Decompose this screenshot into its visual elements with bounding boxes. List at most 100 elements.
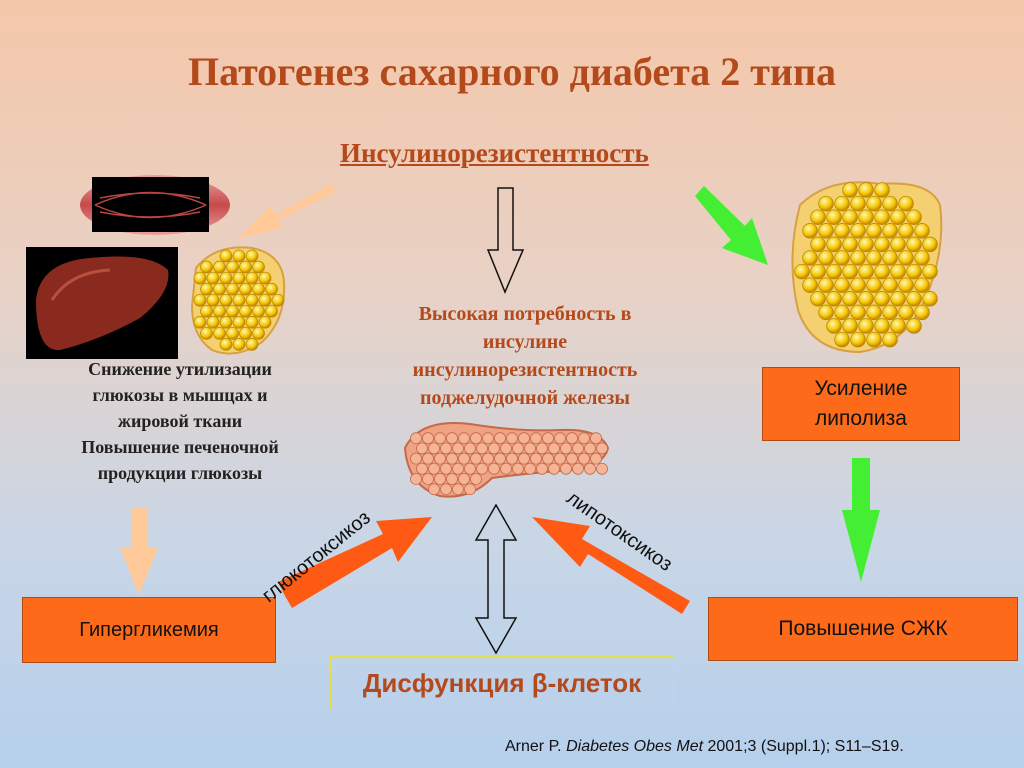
cell bbox=[882, 304, 898, 321]
insulin-resistance-heading: Инсулинорезистентность bbox=[340, 138, 649, 168]
cell bbox=[200, 260, 213, 274]
cell bbox=[566, 432, 578, 445]
cell bbox=[200, 326, 213, 340]
page-title: Патогенез сахарного диабета 2 типа bbox=[187, 49, 837, 94]
cell bbox=[452, 442, 464, 455]
reference-journal: Diabetes Obes Met bbox=[566, 738, 704, 755]
cell bbox=[874, 182, 890, 198]
cell bbox=[914, 250, 930, 266]
cell bbox=[252, 304, 265, 318]
arrow-to-muscle bbox=[238, 183, 335, 238]
cell bbox=[866, 304, 882, 321]
hyperglycemia-box: Гипергликемия bbox=[22, 597, 276, 663]
cell bbox=[265, 304, 278, 318]
cell bbox=[271, 293, 285, 307]
cell bbox=[476, 462, 488, 475]
cell bbox=[245, 293, 259, 307]
center-line: поджелудочной железы bbox=[420, 387, 630, 409]
cell bbox=[542, 432, 554, 445]
center-text: Высокая потребность в инсулине инсулинор… bbox=[360, 300, 690, 412]
cell bbox=[882, 195, 898, 212]
cell bbox=[193, 315, 207, 329]
cell bbox=[213, 260, 226, 274]
ffa-box: Повышение СЖК bbox=[708, 597, 1018, 661]
cell bbox=[850, 195, 866, 212]
cell bbox=[890, 318, 906, 334]
cell bbox=[578, 452, 590, 465]
cell bbox=[245, 271, 259, 285]
cell bbox=[866, 223, 882, 239]
cell bbox=[590, 452, 602, 465]
cell bbox=[524, 462, 536, 475]
cell bbox=[842, 291, 858, 307]
cell bbox=[874, 236, 890, 253]
left-line: жировой ткани bbox=[117, 411, 243, 431]
cell bbox=[842, 236, 858, 253]
cell bbox=[834, 250, 850, 266]
cell bbox=[810, 291, 826, 307]
cell bbox=[512, 442, 524, 455]
left-line: Повышение печеночной bbox=[81, 437, 279, 457]
center-line: инсулине bbox=[482, 331, 568, 353]
cell bbox=[434, 432, 446, 445]
arrow-double-hollow bbox=[474, 503, 518, 655]
cell bbox=[818, 304, 834, 321]
cell bbox=[858, 291, 874, 307]
cell bbox=[193, 271, 207, 285]
cell bbox=[416, 442, 428, 455]
cell bbox=[428, 483, 440, 496]
cell bbox=[464, 442, 476, 455]
cell bbox=[258, 271, 272, 285]
cell bbox=[850, 277, 866, 293]
cell bbox=[470, 432, 482, 445]
cell bbox=[572, 462, 584, 475]
cell bbox=[458, 432, 470, 445]
cell bbox=[810, 236, 826, 253]
reference: Arner P. Diabetes Obes Met 2001;3 (Suppl… bbox=[505, 738, 904, 756]
cell bbox=[584, 442, 596, 455]
reference-rest: 2001;3 (Suppl.1); S11–S19. bbox=[707, 738, 904, 755]
cell bbox=[866, 250, 882, 266]
cell bbox=[226, 282, 239, 296]
cell bbox=[850, 223, 866, 239]
cell bbox=[572, 442, 584, 455]
cell bbox=[826, 263, 842, 280]
cell bbox=[882, 277, 898, 293]
cell bbox=[554, 452, 566, 465]
cell bbox=[452, 483, 464, 496]
cell bbox=[850, 331, 866, 348]
cell bbox=[826, 236, 842, 253]
cell bbox=[536, 442, 548, 455]
cell bbox=[232, 249, 246, 263]
cell bbox=[548, 462, 560, 475]
cell bbox=[554, 432, 566, 445]
cell bbox=[239, 260, 252, 274]
cell bbox=[494, 452, 506, 465]
cell bbox=[826, 318, 842, 334]
cell bbox=[232, 315, 246, 329]
cell bbox=[232, 338, 246, 351]
cell bbox=[842, 263, 858, 280]
cell bbox=[206, 315, 220, 329]
cell bbox=[850, 250, 866, 266]
cell bbox=[518, 452, 530, 465]
cell bbox=[858, 236, 874, 253]
cell bbox=[530, 452, 542, 465]
cell bbox=[882, 331, 898, 348]
adipose-tissue-icon bbox=[791, 181, 943, 354]
cell bbox=[239, 304, 252, 318]
cell bbox=[906, 236, 922, 253]
cell bbox=[470, 452, 482, 465]
cell bbox=[834, 195, 850, 212]
arrow-glucotoxicity bbox=[278, 517, 432, 608]
cell bbox=[802, 223, 818, 239]
cell bbox=[906, 209, 922, 225]
cell bbox=[890, 263, 906, 280]
cell bbox=[866, 195, 882, 212]
pancreas-icon bbox=[403, 422, 610, 498]
cell bbox=[818, 195, 834, 212]
arrow-to-adipose bbox=[695, 186, 768, 265]
cell bbox=[560, 462, 572, 475]
cell bbox=[458, 473, 470, 485]
cell bbox=[428, 462, 440, 475]
